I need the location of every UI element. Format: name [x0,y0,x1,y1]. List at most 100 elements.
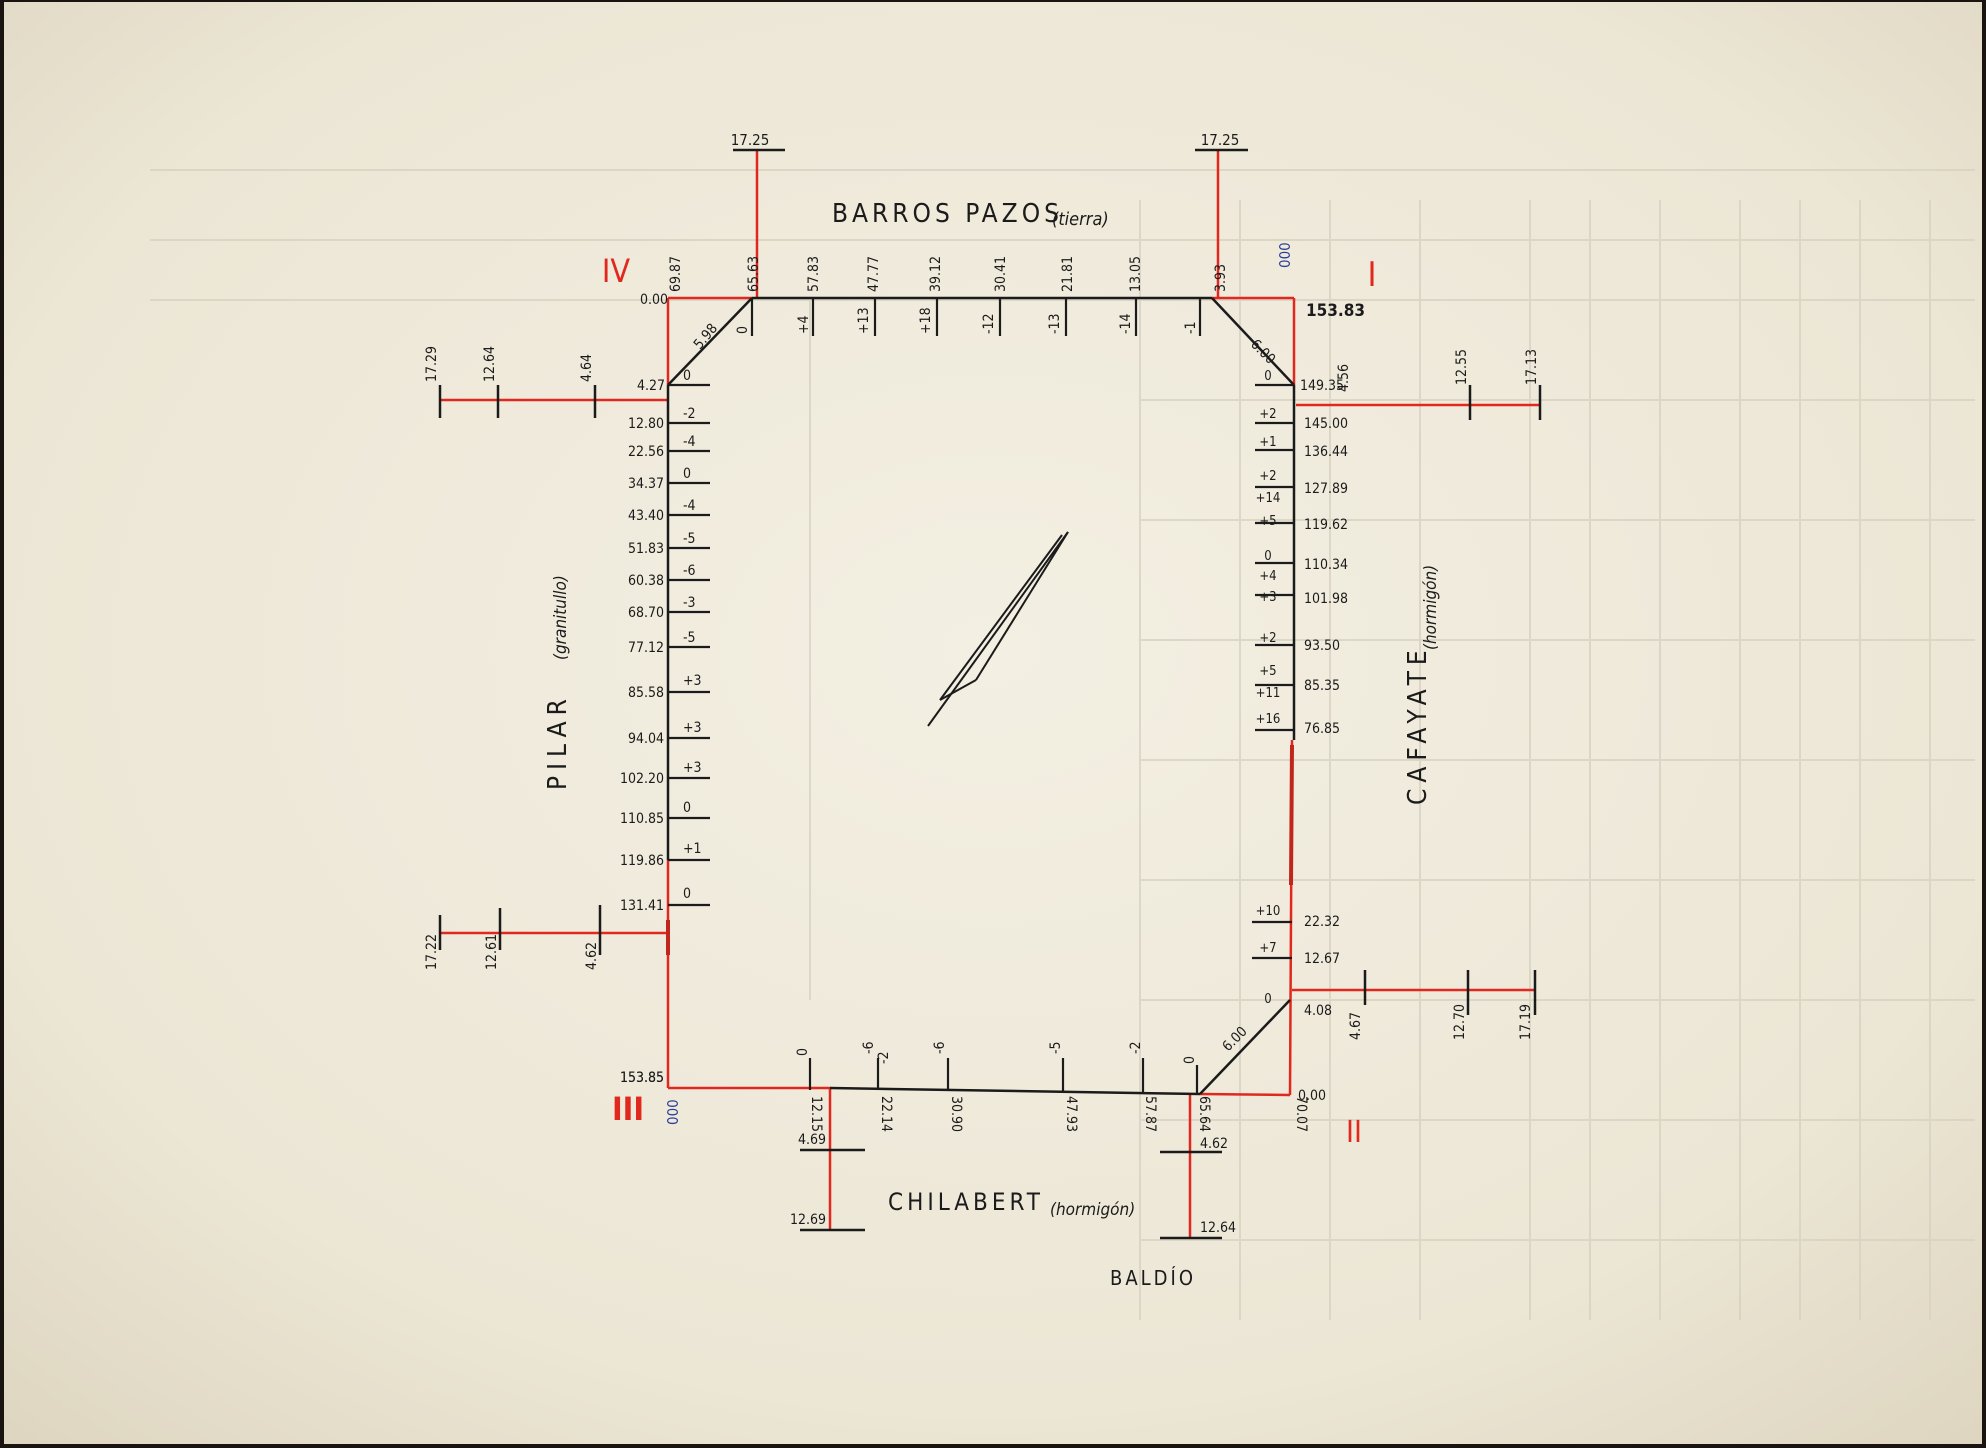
west-upper-line-label: 12.64 [482,346,498,382]
south-label: 12.15 [808,1096,824,1132]
south-mark: -5 [1048,1041,1064,1054]
south-mark: -6 [932,1041,948,1054]
east-ticks [1252,383,1294,960]
corner-label-III: III [612,1090,644,1128]
west-bottom-value: 153.85 [620,1070,664,1086]
east-lower-line-label: 17.19 [1518,1004,1534,1040]
north-top-label: 39.12 [928,256,944,292]
east-lower-line-label: 4.67 [1348,1012,1364,1040]
east-mark: 0 [1264,369,1271,384]
west-upper-line-label: 17.29 [424,346,440,382]
street-surface-west: (granitullo) [551,575,571,660]
east-mark: +2 [1259,631,1276,646]
north-top-label: 57.83 [806,256,822,292]
south-label: 22.14 [878,1096,894,1132]
south-label: 30.90 [948,1096,964,1132]
south-mark: 0 [795,1048,811,1056]
north-right-line-label: 17.25 [1201,131,1240,149]
north-left-end: 0.00 [640,292,668,308]
west-mark: +3 [683,720,702,736]
west-distance: 51.83 [628,541,664,557]
red-lines [440,150,1540,1238]
west-mark: 0 [683,368,691,384]
east-distance: 127.89 [1304,481,1348,497]
east-mark: +5 [1259,664,1276,679]
west-distance: 119.86 [620,853,664,869]
corner-label-IV: IV [602,252,630,290]
east-distance: 85.35 [1304,678,1340,694]
west-mark: -3 [683,595,696,611]
south-label: 47.93 [1063,1096,1079,1132]
north-mark: +4 [796,315,812,334]
north-top-label: 47.77 [866,256,882,292]
east-distance: 145.00 [1304,416,1348,432]
corner-label-II: II [1346,1115,1362,1150]
west-mark: -6 [683,563,696,579]
west-mark: +3 [683,673,702,689]
east-upper-line-label: 17.13 [1524,349,1540,385]
west-distance: 94.04 [628,731,664,747]
labels-layer: BARROS PAZOS(tierra)CHILABERT(hormigón)P… [424,131,1540,1290]
west-distance: 60.38 [628,573,664,589]
street-surface-north: (tierra) [1052,209,1109,230]
west-top-value: 4.27 [637,378,665,394]
north-top-label: 30.41 [993,256,1009,292]
west-mark: -5 [683,531,696,547]
east-mark: +7 [1259,941,1276,956]
east-distance: 12.67 [1304,951,1340,967]
north-top-label: 69.87 [668,256,684,292]
east-mark: +11 [1256,686,1281,701]
east-top-value: 149.35 [1300,378,1344,394]
east-mark: +14 [1256,491,1281,506]
south-mark: -2 [1128,1041,1144,1054]
north-arrow-icon [927,531,1069,727]
street-surface-east: (hormigón) [1421,565,1441,650]
south-mark: -6 [861,1041,877,1054]
west-distance: 43.40 [628,508,664,524]
west-distance: 131.41 [620,898,664,914]
west-distance: 34.37 [628,476,664,492]
east-top-line-first: 4.56 [1336,364,1352,392]
adjacent-label-baldio: BALDÍO [1110,1266,1196,1290]
west-distance: 77.12 [628,640,664,656]
zero-mark-sw: 000 [664,1099,682,1125]
north-mark: +18 [918,307,934,334]
west-mark: +1 [683,841,702,857]
south-left-line-label: 12.69 [790,1212,826,1228]
west-mark: 0 [683,466,691,482]
north-right-end: 153.83 [1306,301,1365,321]
west-distance: 110.85 [620,811,664,827]
east-mark: +1 [1259,435,1276,450]
west-lower-line-label: 12.61 [484,934,500,970]
north-mark: 0 [735,326,751,334]
east-mark: 0 [1264,992,1271,1007]
west-distance: 22.56 [628,444,664,460]
east-mark: +2 [1259,469,1276,484]
street-name-south: CHILABERT [888,1188,1044,1216]
street-name-east: CAFAYATE [1403,644,1433,805]
north-mark: +13 [856,307,872,334]
north-mark: -1 [1183,321,1199,334]
red-overdraw [666,744,1294,955]
street-name-north: BARROS PAZOS [832,199,1063,229]
east-distance: 4.08 [1304,1003,1332,1019]
south-right-line-label: 4.62 [1200,1136,1228,1152]
east-distance: 101.98 [1304,591,1348,607]
south-left-line-label: 4.69 [798,1132,826,1148]
east-mark: +10 [1256,904,1281,919]
west-mark: -2 [683,406,696,422]
east-mark: +5 [1259,514,1276,529]
zero-mark-ne: 000 [1276,242,1294,268]
west-mark: 0 [683,886,691,902]
west-lower-line-label: 17.22 [424,934,440,970]
east-distance: 22.32 [1304,914,1340,930]
south-label: 70.07 [1293,1096,1309,1132]
west-mark: -4 [683,498,696,514]
west-mark: -5 [683,630,696,646]
west-ticks [668,383,710,907]
south-mark: 0 [1182,1056,1198,1064]
street-surface-south: (hormigón) [1050,1200,1135,1220]
south-mark: -2 [876,1051,892,1064]
